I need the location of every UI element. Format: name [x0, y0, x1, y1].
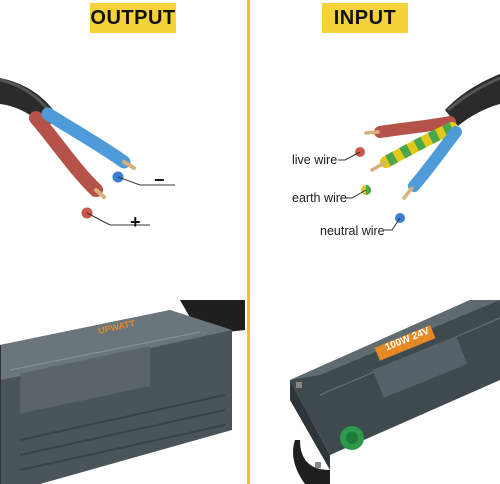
positive-label: + [130, 212, 141, 232]
negative-label: − [154, 170, 165, 190]
output-cable [0, 78, 136, 199]
right-power-supply [290, 300, 500, 484]
output-header: OUTPUT [90, 3, 176, 33]
left-power-supply [0, 300, 245, 484]
earth-wire-label: earth wire [292, 191, 347, 205]
center-divider [247, 0, 250, 484]
input-header: INPUT [322, 3, 408, 33]
live-wire-label: live wire [292, 153, 338, 167]
rating-badge [374, 325, 436, 361]
input-cable [364, 74, 500, 200]
neutral-wire-label: neutral wire [320, 224, 385, 238]
